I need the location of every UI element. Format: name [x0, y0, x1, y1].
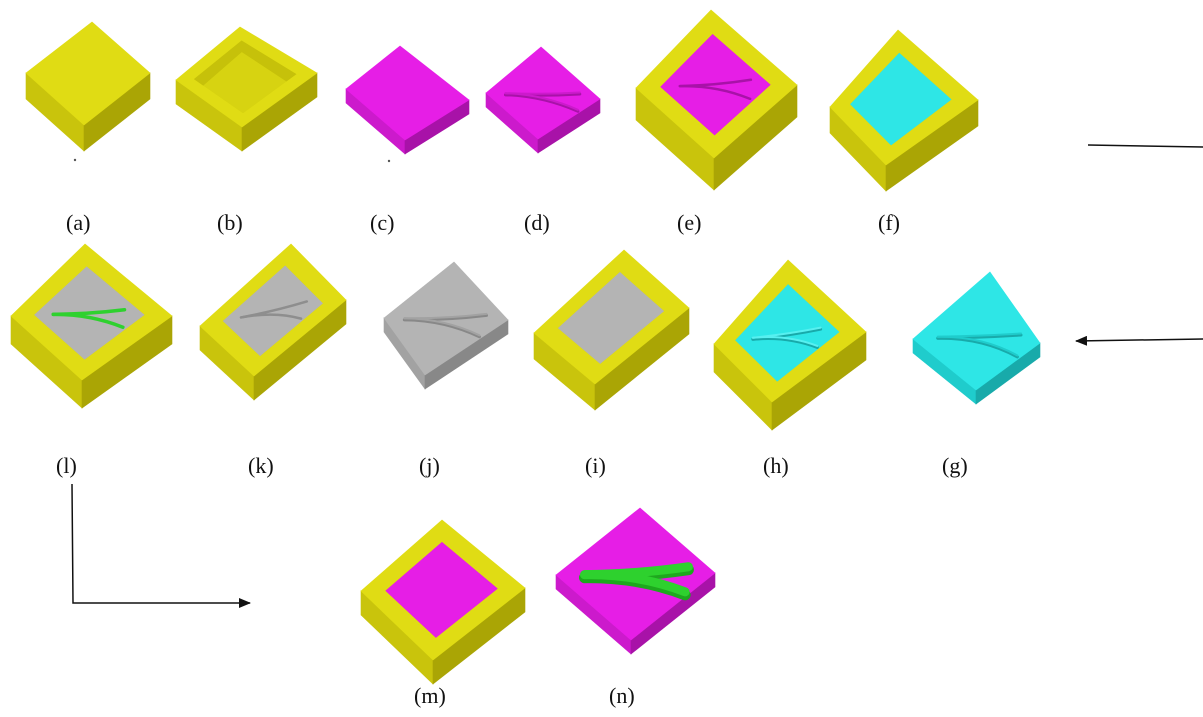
- label-j: (j): [419, 453, 440, 478]
- label-c: (c): [370, 210, 395, 235]
- label-n: (n): [609, 683, 635, 708]
- label-e: (e): [677, 210, 702, 235]
- part-j: [383, 261, 509, 390]
- speck-a: [73, 158, 77, 162]
- part-e: [635, 9, 798, 191]
- insert-fill: [385, 541, 498, 638]
- part-f: [829, 29, 979, 192]
- label-i: (i): [585, 453, 606, 478]
- insert-fill: [557, 271, 665, 364]
- part-a: [25, 21, 151, 152]
- part-b: [175, 26, 318, 152]
- block-top-face: [345, 45, 470, 141]
- part-c: [345, 45, 470, 155]
- block-top-face: [912, 271, 1041, 391]
- insert-fill: [850, 52, 952, 146]
- block-top-face: [25, 21, 151, 126]
- part-m: [360, 519, 526, 685]
- label-k: (k): [248, 453, 274, 478]
- part-g: [912, 271, 1041, 405]
- label-l: (l): [56, 453, 77, 478]
- part-k: [199, 243, 347, 401]
- inner-back-wall: [193, 40, 297, 86]
- speck-c: [387, 159, 391, 163]
- part-i: [533, 249, 690, 411]
- arrow-right-edge-to-g: [1075, 335, 1203, 346]
- part-h: [713, 259, 867, 431]
- arrow-l-to-m: [71, 483, 251, 608]
- label-m: (m): [414, 683, 446, 708]
- label-a: (a): [66, 210, 91, 235]
- label-d: (d): [524, 210, 550, 235]
- label-g: (g): [942, 453, 968, 478]
- part-l: [10, 243, 173, 409]
- arrow-right-edge-top: [1087, 144, 1203, 148]
- label-h: (h): [763, 453, 789, 478]
- part-d: [485, 46, 601, 154]
- label-f: (f): [878, 210, 900, 235]
- label-b: (b): [217, 210, 243, 235]
- part-n: [555, 507, 716, 655]
